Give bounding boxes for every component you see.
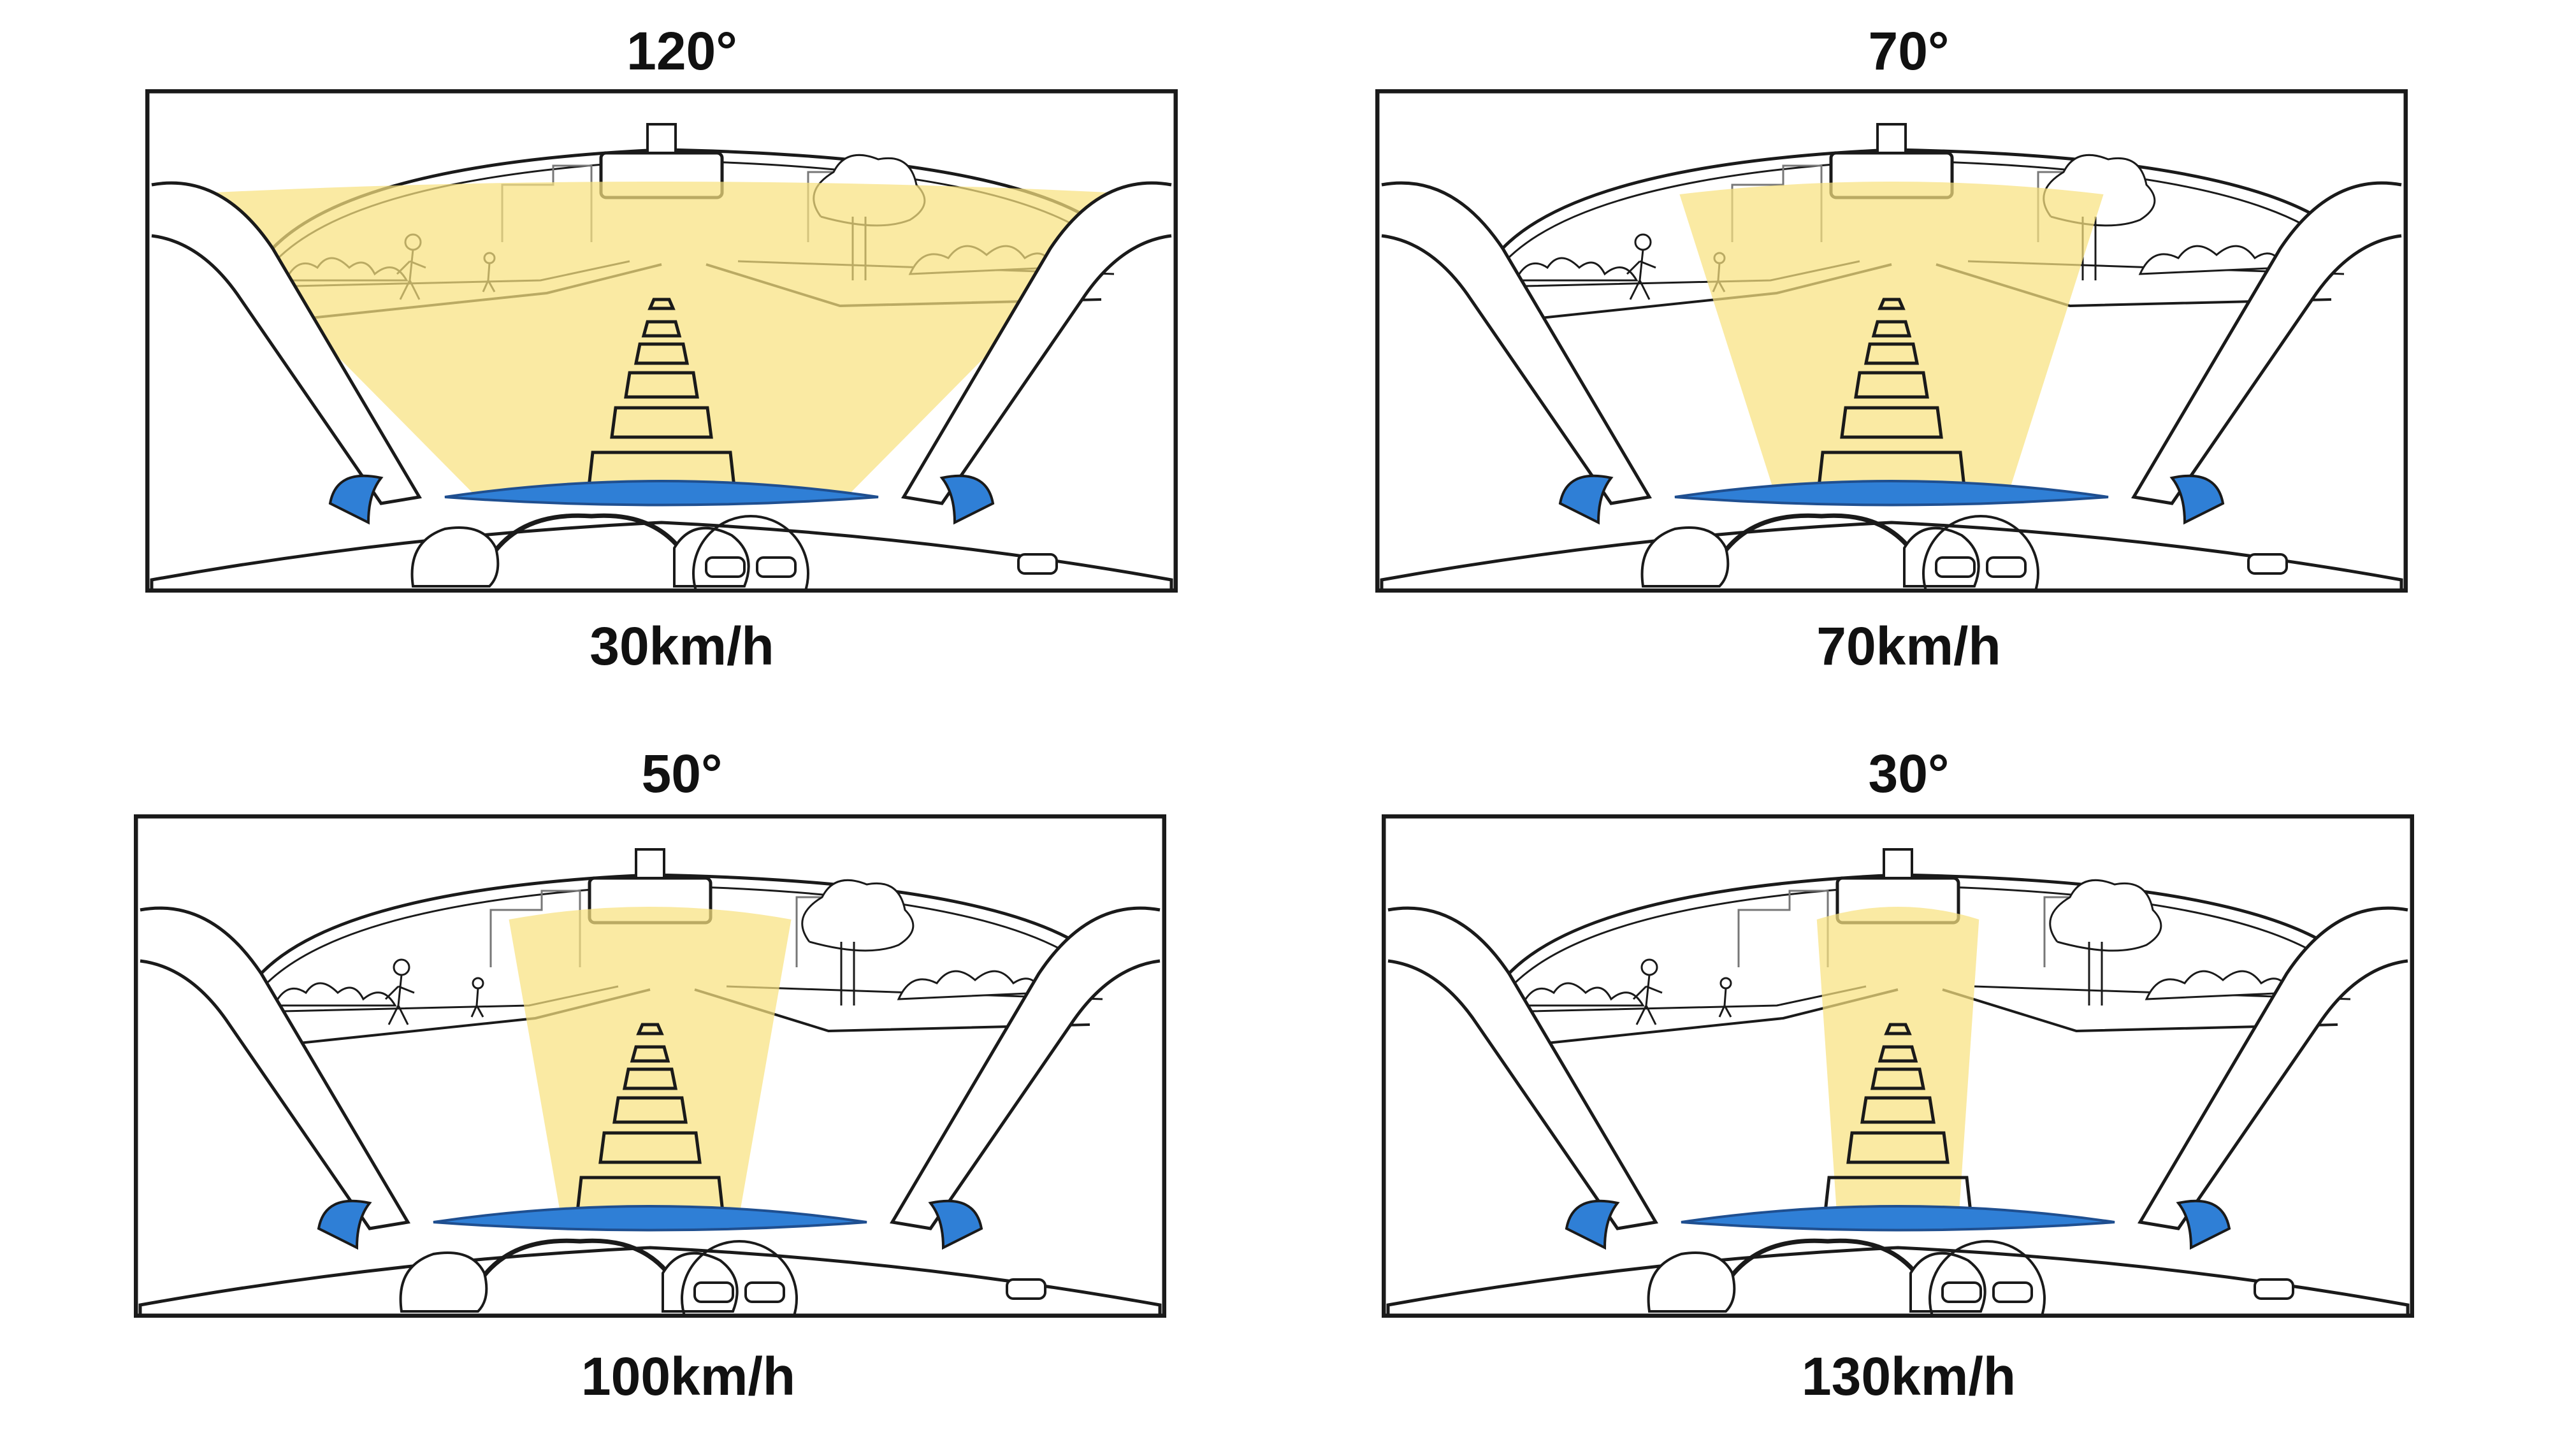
air-vent — [1941, 1281, 1982, 1303]
lane-marking — [624, 371, 699, 399]
air-vent — [2247, 553, 2288, 575]
air-vent — [705, 556, 746, 578]
lane-marking — [648, 298, 676, 310]
hand-left — [399, 1251, 488, 1313]
lane-marking — [630, 1045, 670, 1063]
road-right — [1942, 988, 2338, 1033]
a-pillar-right — [2131, 181, 2402, 505]
air-vent — [2254, 1278, 2294, 1300]
bush-right — [2145, 970, 2292, 1000]
a-pillar-left — [1381, 181, 1653, 505]
a-pillar-left — [1387, 906, 1659, 1230]
view-cone — [177, 182, 1146, 497]
lane-marking — [610, 406, 713, 439]
tree — [801, 879, 915, 1006]
hood — [433, 1205, 867, 1232]
lane-marking — [641, 320, 682, 338]
side-mirror-left — [1558, 474, 1614, 525]
a-pillar-right — [901, 181, 1172, 505]
lane-marking — [612, 1096, 688, 1124]
air-vent — [1006, 1278, 1046, 1300]
hood — [1681, 1205, 2115, 1232]
view-cone — [1679, 182, 2104, 497]
side-mirror-left — [317, 1199, 372, 1250]
lane-marking — [622, 1067, 678, 1090]
side-mirror-right — [2176, 1199, 2231, 1250]
angle-label: 70° — [1868, 21, 1950, 81]
air-vent — [1986, 556, 2027, 578]
tree — [2049, 879, 2162, 1006]
air-vent — [1017, 553, 1058, 575]
speed-label: 70km/h — [1816, 616, 2001, 676]
lane-marking — [633, 342, 690, 365]
lane-marking — [1870, 1067, 1926, 1090]
lane-marking — [1878, 298, 1906, 310]
lane-marking — [636, 1023, 664, 1035]
lane-marking — [1860, 1096, 1936, 1124]
angle-label: 50° — [641, 744, 723, 804]
air-vent — [756, 556, 797, 578]
side-mirror-right — [928, 1199, 983, 1250]
angle-label: 120° — [626, 21, 737, 81]
a-pillar-left — [140, 906, 411, 1230]
bush-left — [1520, 982, 1645, 1007]
air-vent — [1992, 1281, 2033, 1303]
view-cone — [509, 907, 792, 1222]
speed-label: 130km/h — [1801, 1346, 2016, 1406]
driver-view-scene — [1382, 814, 2414, 1318]
driver-view-scene — [145, 89, 1178, 593]
a-pillar-right — [889, 906, 1161, 1230]
hand-left — [1647, 1251, 1736, 1313]
side-mirror-left — [1565, 1199, 1620, 1250]
air-vent — [693, 1281, 734, 1303]
pedestrian — [470, 977, 484, 1018]
pedestrian — [1718, 977, 1732, 1018]
speed-label: 30km/h — [590, 616, 774, 676]
hood — [1674, 480, 2109, 507]
hand-left — [410, 526, 500, 588]
pedestrian — [384, 958, 415, 1025]
lane-marking — [1854, 371, 1929, 399]
bush-right — [2138, 245, 2285, 275]
lane-marking — [1846, 1131, 1950, 1164]
driver-view-scene — [1375, 89, 2408, 593]
pedestrian — [1626, 233, 1656, 300]
air-vent — [744, 1281, 785, 1303]
air-vent — [1935, 556, 1976, 578]
side-mirror-left — [328, 474, 384, 525]
lane-marking — [1871, 320, 1912, 338]
lane-marking — [1878, 1045, 1918, 1063]
side-mirror-right — [939, 474, 995, 525]
side-mirror-right — [2169, 474, 2225, 525]
pedestrian — [1632, 958, 1663, 1025]
hand-left — [1640, 526, 1730, 588]
speed-label: 100km/h — [581, 1346, 796, 1406]
bush-left — [1514, 257, 1639, 282]
lane-marking — [1840, 406, 1943, 439]
bush-right — [897, 970, 1044, 1000]
a-pillar-right — [2137, 906, 2408, 1230]
lane-marking — [1884, 1023, 1912, 1035]
lane-marking — [1863, 342, 1920, 365]
angle-label: 30° — [1868, 744, 1950, 804]
hood — [444, 480, 879, 507]
bush-left — [272, 982, 397, 1007]
driver-view-scene — [134, 814, 1166, 1318]
view-cone — [1816, 907, 1979, 1222]
a-pillar-left — [151, 181, 423, 505]
lane-marking — [598, 1131, 702, 1164]
